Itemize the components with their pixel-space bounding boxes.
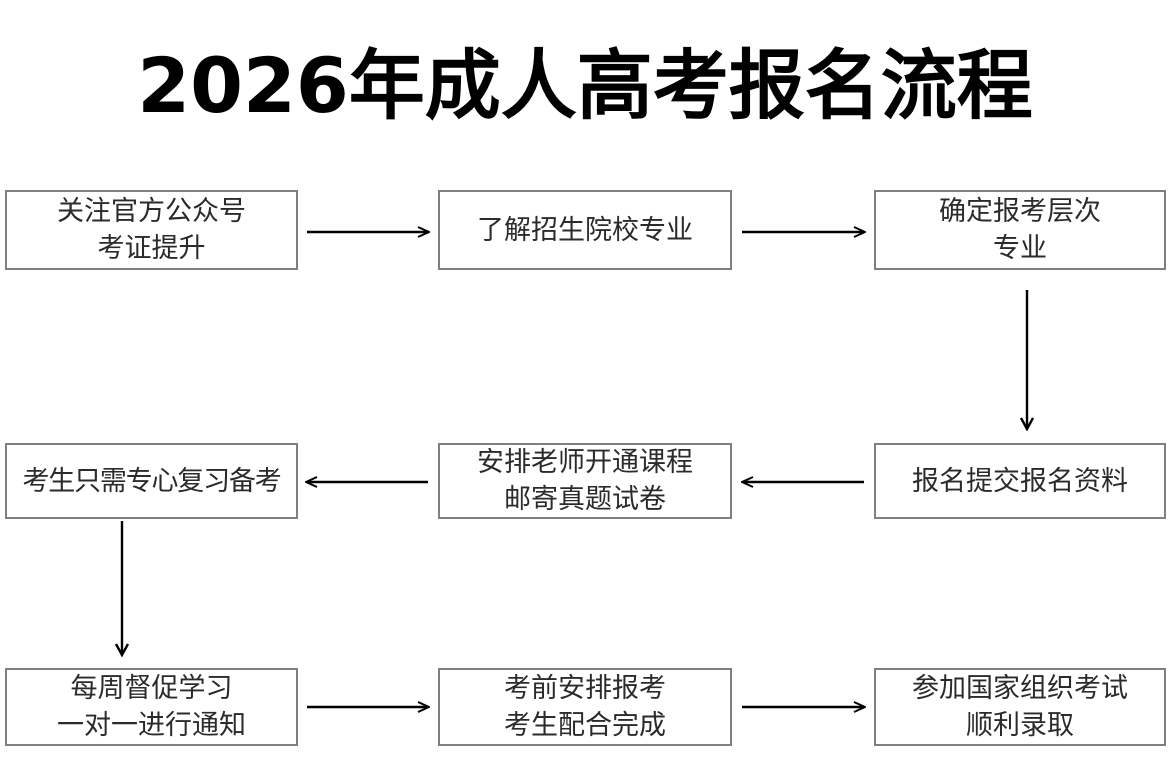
flow-node-line: 报名提交报名资料	[912, 465, 1128, 497]
flow-node-line: 参加国家组织考试	[912, 673, 1128, 704]
flow-node-line: 考证提升	[97, 233, 206, 264]
flow-node-weekly-study-reminder[interactable]: 每周督促学习 一对一进行通知	[5, 668, 298, 746]
flow-node-line: 每周督促学习	[70, 673, 233, 704]
flow-node-line: 顺利录取	[966, 710, 1074, 741]
flow-node-line: 邮寄真题试卷	[504, 484, 666, 515]
flow-node-confirm-level-major[interactable]: 确定报考层次 专业	[874, 190, 1166, 270]
flow-node-line: 考生配合完成	[504, 710, 666, 741]
flow-node-line: 确定报考层次	[939, 196, 1101, 227]
flow-node-line: 一对一进行通知	[57, 710, 246, 741]
flow-node-submit-application-materials[interactable]: 报名提交报名资料	[874, 443, 1166, 519]
flow-node-line: 考前安排报考	[504, 673, 666, 704]
flow-node-teacher-course-mail-papers[interactable]: 安排老师开通课程 邮寄真题试卷	[438, 443, 732, 519]
flow-node-student-focus-review[interactable]: 考生只需专心复习备考	[5, 443, 298, 519]
flow-node-pre-exam-registration[interactable]: 考前安排报考 考生配合完成	[438, 668, 732, 746]
flow-node-line: 专业	[993, 233, 1047, 264]
flow-node-line: 考生只需专心复习备考	[22, 465, 282, 497]
flow-node-line: 了解招生院校专业	[477, 214, 693, 246]
page-title: 2026年成人高考报名流程	[137, 41, 1033, 130]
flow-node-follow-official-account[interactable]: 关注官方公众号 考证提升	[5, 190, 298, 270]
flow-node-line: 安排老师开通课程	[477, 447, 693, 478]
flow-node-line: 关注官方公众号	[57, 196, 246, 227]
flow-node-learn-schools-majors[interactable]: 了解招生院校专业	[438, 190, 732, 270]
flow-node-take-national-exam-admitted[interactable]: 参加国家组织考试 顺利录取	[874, 668, 1166, 746]
